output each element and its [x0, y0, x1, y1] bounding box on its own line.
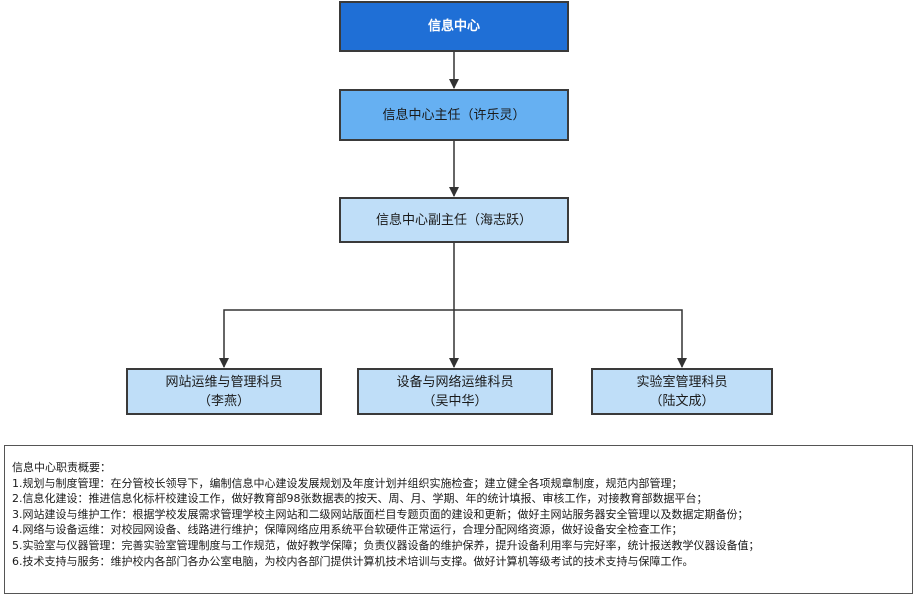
node-web-ops-title: 网站运维与管理科员	[165, 374, 283, 390]
node-lab-staff: 实验室管理科员 （陆文成）	[591, 368, 773, 415]
responsibility-item: 4.网络与设备运维：对校园网设备、线路进行维护；保障网络应用系统平台软硬件正常运…	[12, 523, 683, 537]
node-info-center: 信息中心	[339, 1, 569, 52]
responsibility-item: 5.实验室与仪器管理：完善实验室管理制度与工作规范，做好教学保障；负责仪器设备的…	[12, 538, 760, 552]
node-lab-title: 实验室管理科员	[636, 374, 728, 390]
responsibilities-box: 信息中心职责概要： 1.规划与制度管理：在分管校长领导下，编制信息中心建设发展规…	[4, 445, 913, 594]
node-web-ops-staff: 网站运维与管理科员 （李燕）	[126, 368, 322, 415]
node-deputy-director-label: 信息中心副主任（海志跃）	[375, 212, 532, 228]
responsibility-item: 3.网站建设与维护工作：根据学校发展需求管理学校主网站和二级网站版面栏目专题页面…	[12, 507, 749, 521]
node-network-ops-person: （吴中华）	[422, 393, 488, 409]
node-lab-person: （陆文成）	[649, 393, 715, 409]
node-info-center-label: 信息中心	[427, 19, 480, 34]
node-director-label: 信息中心主任（许乐灵）	[382, 107, 526, 123]
node-director: 信息中心主任（许乐灵）	[339, 89, 569, 141]
node-web-ops-person: （李燕）	[197, 393, 250, 409]
responsibility-item: 2.信息化建设：推进信息化标杆校建设工作，做好教育部98张数据表的按天、周、月、…	[12, 492, 708, 506]
arrow-deputy-to-lab	[454, 309, 687, 368]
responsibilities-title: 信息中心职责概要：	[12, 461, 111, 474]
responsibility-item: 1.规划与制度管理：在分管校长领导下，编制信息中心建设发展规划及年度计划并组织实…	[12, 476, 683, 490]
node-network-ops-staff: 设备与网络运维科员 （吴中华）	[357, 368, 553, 415]
arrow-deputy-to-web	[219, 309, 454, 368]
node-network-ops-title: 设备与网络运维科员	[396, 374, 514, 390]
responsibility-item: 6.技术支持与服务：维护校内各部门各办公室电脑，为校内各部门提供计算机技术培训与…	[12, 554, 694, 568]
node-deputy-director: 信息中心副主任（海志跃）	[339, 197, 569, 243]
connector-lines	[219, 52, 687, 368]
